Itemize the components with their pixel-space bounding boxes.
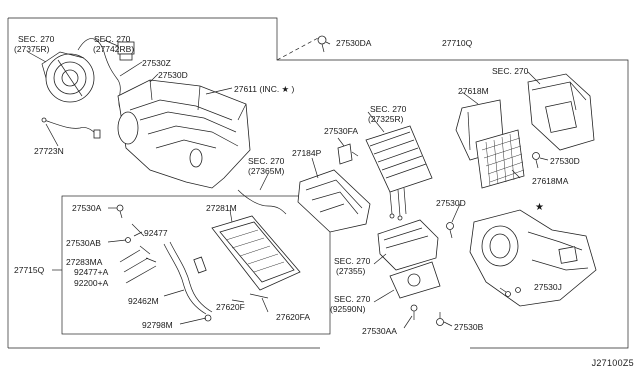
- label-27530j: 27530J: [534, 282, 562, 292]
- label-92590n: (92590N): [330, 304, 366, 314]
- label-27530d-mid: 27530D: [436, 198, 466, 208]
- subassembly-box-27715q: [61, 195, 331, 335]
- label-27620f: 27620F: [216, 302, 245, 312]
- drain-hose-part: [237, 189, 287, 215]
- label-92477: 92477: [144, 228, 168, 238]
- reference-code: J27100Z5: [591, 358, 634, 368]
- label-27530b: 27530B: [454, 322, 484, 332]
- clip-27530j-part: [505, 287, 521, 297]
- label-sec270-27365m: SEC. 270: [248, 156, 285, 166]
- leader-lines: [27, 39, 549, 329]
- label-27365m: (27365M): [248, 166, 285, 176]
- label-92477a: 92477+A: [74, 267, 109, 277]
- label-92200a: 92200+A: [74, 278, 109, 288]
- evaporator-part: [365, 125, 433, 221]
- door-actuator-part: [297, 169, 371, 233]
- label-27611: 27611 (INC. ★ ): [234, 84, 295, 94]
- label-27742rb: (27742RB): [93, 44, 135, 54]
- label-27375r: (27375R): [14, 44, 50, 54]
- label-27530fa: 27530FA: [324, 126, 359, 136]
- label-27530ab: 27530AB: [66, 238, 101, 248]
- assembly-frame-outline: [8, 17, 629, 349]
- actuator-bracket-part: [377, 219, 441, 299]
- label-27618m: 27618M: [458, 86, 489, 96]
- label-27530d-right: 27530D: [550, 156, 580, 166]
- label-27530d-top: 27530D: [158, 70, 188, 80]
- label-27184p: 27184P: [292, 148, 322, 158]
- clip-27530fa-part: [337, 143, 359, 165]
- label-92462m: 92462M: [128, 296, 159, 306]
- screw-27530b-part: [436, 312, 444, 326]
- resistor-module-part: [117, 41, 135, 61]
- heater-core-part: [211, 215, 301, 291]
- label-27283ma: 27283MA: [66, 257, 103, 267]
- screw-27530aa-part: [410, 304, 418, 320]
- blower-motor-part: [41, 51, 95, 103]
- label-27715q: 27715Q: [14, 265, 45, 275]
- screw-27530d-mid-part: [446, 222, 454, 239]
- label-sec270-92590n: SEC. 270: [334, 294, 371, 304]
- label-27355: (27355): [336, 266, 366, 276]
- label-sec270-right: SEC. 270: [492, 66, 529, 76]
- label-92798m: 92798M: [142, 320, 173, 330]
- label-27530a: 27530A: [72, 203, 102, 213]
- label-27723n: 27723N: [34, 146, 64, 156]
- lower-case-part: [469, 209, 597, 307]
- screw-27530d-right-part: [532, 152, 540, 169]
- dashed-link: [276, 37, 319, 61]
- label-27618ma: 27618MA: [532, 176, 569, 186]
- label-27710q: 27710Q: [442, 38, 473, 48]
- heater-case-part: [117, 79, 251, 189]
- label-sec270-27355: SEC. 270: [334, 256, 371, 266]
- label-27281m: 27281M: [206, 203, 237, 213]
- screw-27530da-part: [317, 35, 327, 53]
- label-sec270-27742rb: SEC. 270: [94, 34, 131, 44]
- label-27620fa: 27620FA: [276, 312, 311, 322]
- label-27530aa: 27530AA: [362, 326, 397, 336]
- sensor-wire-part: [43, 119, 97, 135]
- air-intake-part: [527, 73, 595, 151]
- label-27530da: 27530DA: [336, 38, 372, 48]
- label-27325r: (27325R): [368, 114, 404, 124]
- star-marker: ★: [535, 202, 544, 213]
- label-sec270-27325r: SEC. 270: [370, 104, 407, 114]
- pipe-hose-part: [163, 241, 269, 315]
- filter-grille-part: [475, 129, 525, 189]
- label-27530z: 27530Z: [142, 58, 171, 68]
- label-sec270-27375r: SEC. 270: [18, 34, 55, 44]
